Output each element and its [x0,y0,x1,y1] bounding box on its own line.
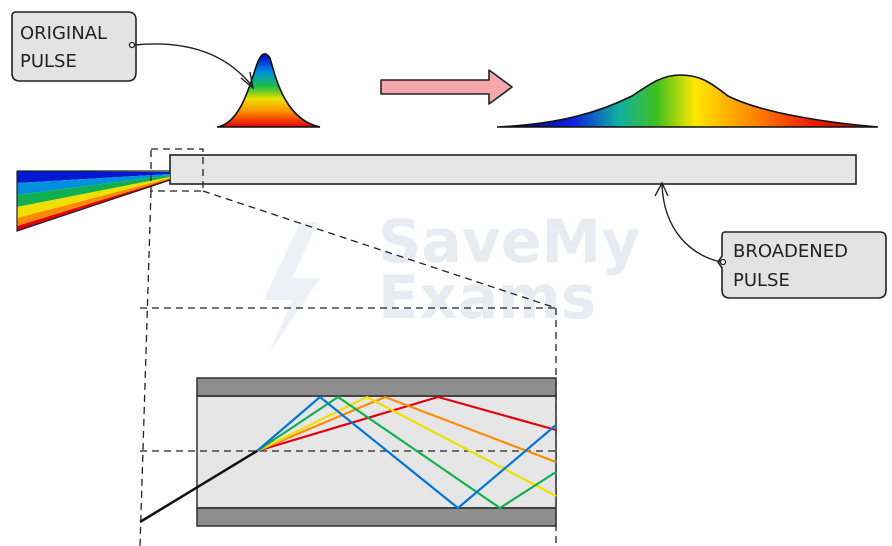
fibre-cladding-bottom [196,507,557,527]
broadened-pulse-label-line-2: PULSE [733,270,790,291]
original-pulse-curve [216,53,321,128]
original-pulse-label-line-1: ORIGINAL [20,23,107,44]
watermark-bolt-icon [264,222,320,352]
direction-arrow [380,69,513,105]
ray-green [256,395,557,510]
magnified-fibre-section [139,377,557,527]
ray-red [256,395,557,453]
original-pulse-label-line-2: PULSE [20,51,77,72]
watermark: SaveMy Exams [264,207,640,352]
original-pulse-callout: ORIGINAL PULSE [11,11,255,90]
ray-blue [256,395,557,510]
fibre-cladding-top [196,377,557,397]
ray-yellow [256,395,557,497]
broadened-pulse-label-line-1: BROADENED [733,241,848,262]
incident-ray [139,449,258,524]
watermark-line-1: SaveMy [378,207,640,277]
input-light-cone [16,170,171,232]
ray-orange [256,395,557,464]
watermark-line-2: Exams [378,263,596,333]
optical-fibre [169,154,857,185]
broadened-pulse-curve [496,74,879,128]
fibre-core [196,395,557,509]
broadened-pulse-callout: BROADENED PULSE [654,181,887,299]
